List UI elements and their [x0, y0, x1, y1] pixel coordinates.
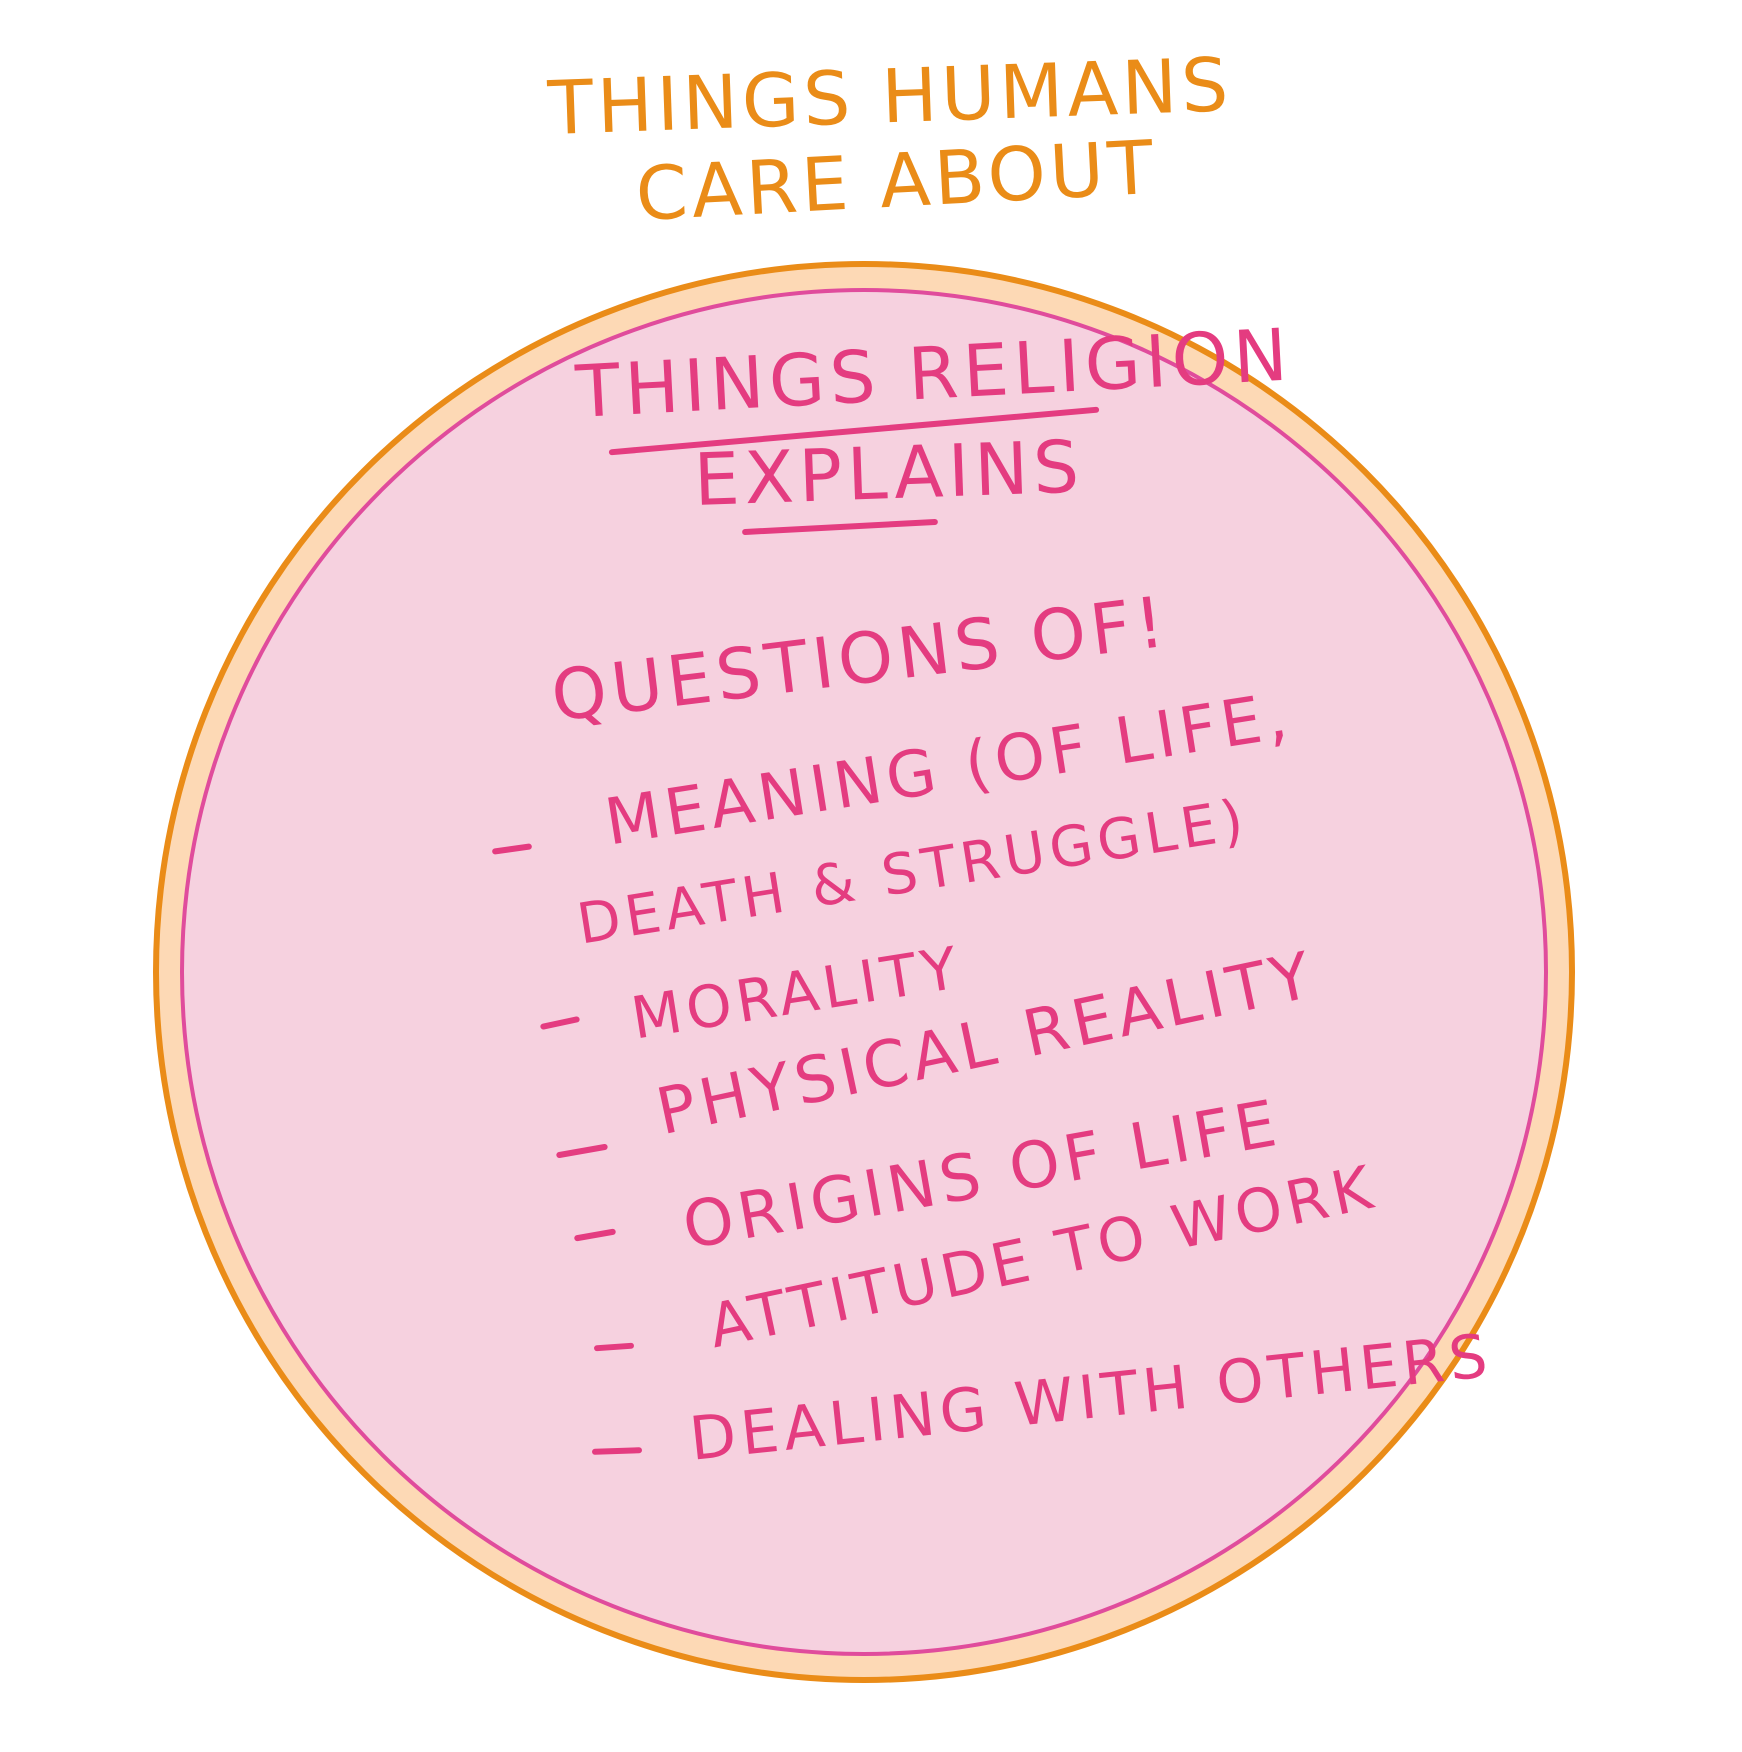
inner-title-line2: EXPLAINS [692, 424, 1086, 522]
inner-circle-things-religion-explains [180, 288, 1548, 1656]
